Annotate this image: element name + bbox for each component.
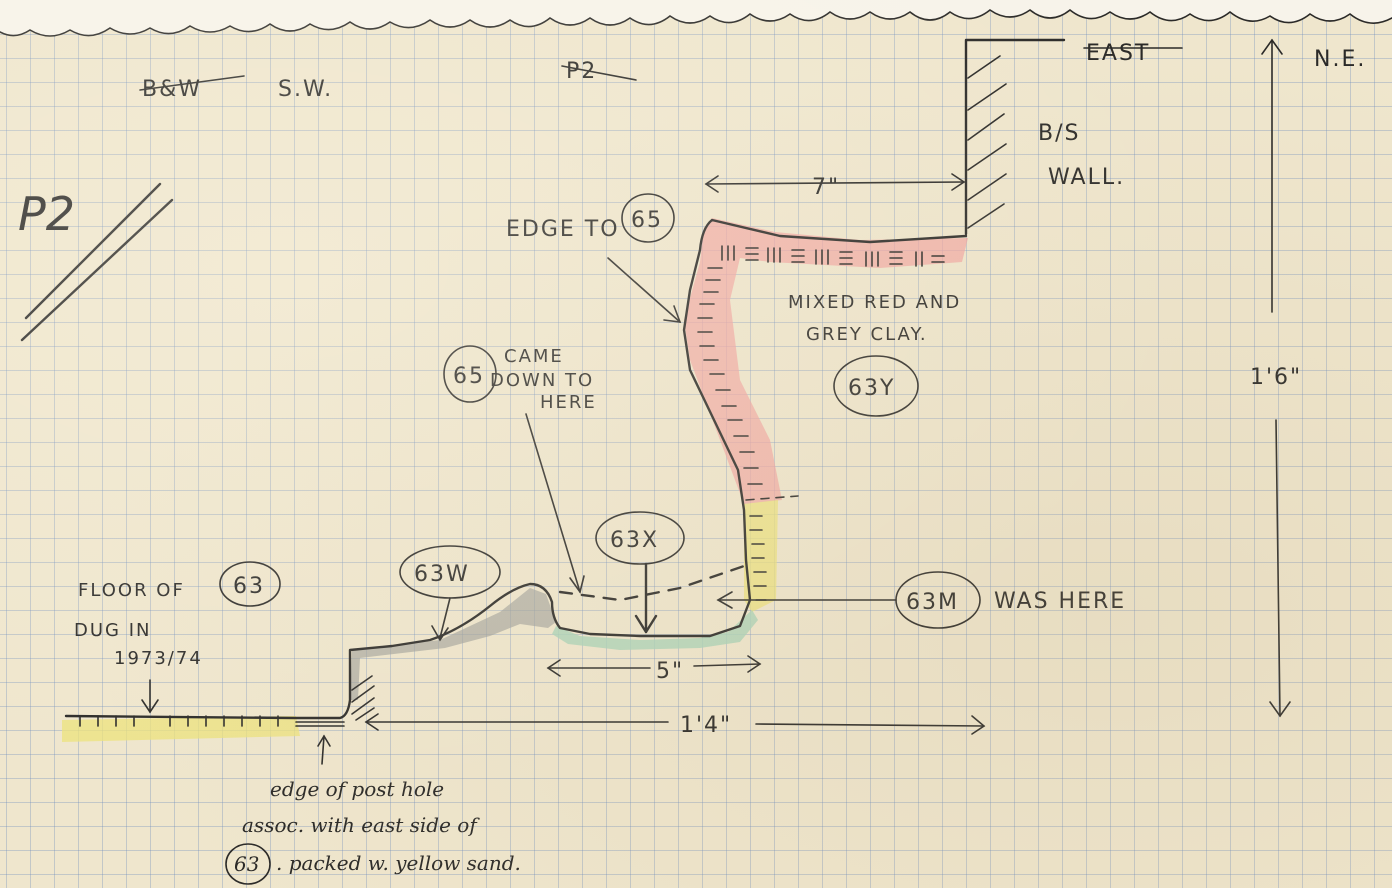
ctx-63y-label: 63Y [848, 376, 895, 401]
plan-id-label: P2 [18, 187, 75, 241]
ctx-65-label: 65 [631, 208, 663, 233]
bs-wall-label-2: WALL. [1048, 165, 1125, 190]
struck-mid-label: P2 [561, 59, 637, 84]
ne-struck-label: EAST [1083, 41, 1183, 66]
dim-5-label: 5" [656, 659, 684, 684]
ctx-63-floor-label: 63 [233, 574, 265, 599]
dim-5-arrow [546, 655, 762, 677]
ctx-63w-label: 63W [414, 562, 470, 587]
ctx-63y-ring [833, 355, 919, 417]
surface-ticks [79, 715, 279, 727]
leader-63m [716, 591, 897, 609]
yellow-sand-wash-floor [62, 716, 300, 742]
was-here-label: WAS HERE [994, 589, 1126, 614]
leader-came-down [525, 413, 585, 594]
dim-7-arrow [704, 173, 966, 193]
note-line-3: . packed w. yellow sand. [276, 851, 521, 875]
ctx-65-came-ring [443, 345, 497, 403]
grey-clay-wash [350, 588, 556, 700]
leader-post-hole [317, 734, 331, 765]
torn-edge [0, 0, 1392, 36]
ctx-63x-ring [595, 511, 685, 565]
ctx-63-note-ring [225, 843, 271, 885]
floor-of-label: FLOOR OF [78, 580, 185, 601]
leader-63x [634, 562, 658, 634]
clay-label-2: GREY CLAY. [806, 324, 928, 345]
ctx-63m-label: 63M [906, 590, 959, 615]
clay-label-1: MIXED RED AND [788, 292, 961, 313]
dim-1-6-arrow [1261, 38, 1291, 718]
dug-label-2: 1973/74 [114, 648, 203, 669]
note-line-1: edge of post hole [270, 777, 444, 801]
section-profile [64, 218, 968, 720]
ctx-63m-ring [895, 571, 981, 629]
dim-1-4-arrow [364, 713, 986, 735]
came-label-1: CAME [504, 346, 564, 367]
red-clay-wash [684, 218, 968, 504]
sw-struck-label: B&W [139, 75, 245, 102]
ne-direction-label: N.E. [1314, 47, 1366, 72]
ctx-63-note-label: 63 [234, 852, 259, 876]
came-label-2: DOWN TO [490, 370, 594, 391]
green-floor-wash [552, 610, 758, 650]
wall-hatching [967, 55, 1007, 229]
bs-wall-face [964, 38, 1066, 236]
leader-floor [141, 679, 159, 714]
p2-slash-marks [20, 182, 174, 342]
bs-wall-label-1: B/S [1038, 121, 1080, 146]
ctx-65-ring [621, 193, 675, 243]
came-label-3: HERE [540, 392, 597, 413]
ctx-65-came-label: 65 [453, 364, 485, 389]
dim-1-4-label: 1'4" [680, 713, 732, 738]
ctx-63w-ring [399, 545, 501, 599]
svg-text:EAST: EAST [1086, 41, 1150, 66]
torn-edge-line [0, 8, 1392, 37]
leader-edge-to-65 [607, 257, 682, 323]
dug-label-1: DUG IN [74, 620, 151, 641]
ctx-63x-label: 63X [610, 528, 659, 553]
boundary-dashed-floor [558, 564, 746, 602]
svg-text:B&W: B&W [142, 77, 202, 102]
note-line-2: assoc. with east side of [242, 813, 480, 837]
leader-63w [431, 597, 451, 642]
edge-to-label: EDGE TO [506, 217, 620, 242]
yellow-sand-wash-wall [744, 500, 778, 612]
ctx-63-floor-ring [219, 561, 281, 607]
boundary-dashed-upper [745, 495, 799, 501]
dim-1-6-label: 1'6" [1250, 365, 1302, 390]
dim-7-label: 7" [812, 175, 840, 200]
post-hole-hatching [295, 675, 375, 727]
sw-direction-label: S.W. [278, 77, 333, 102]
red-clay-hatching [697, 245, 945, 485]
